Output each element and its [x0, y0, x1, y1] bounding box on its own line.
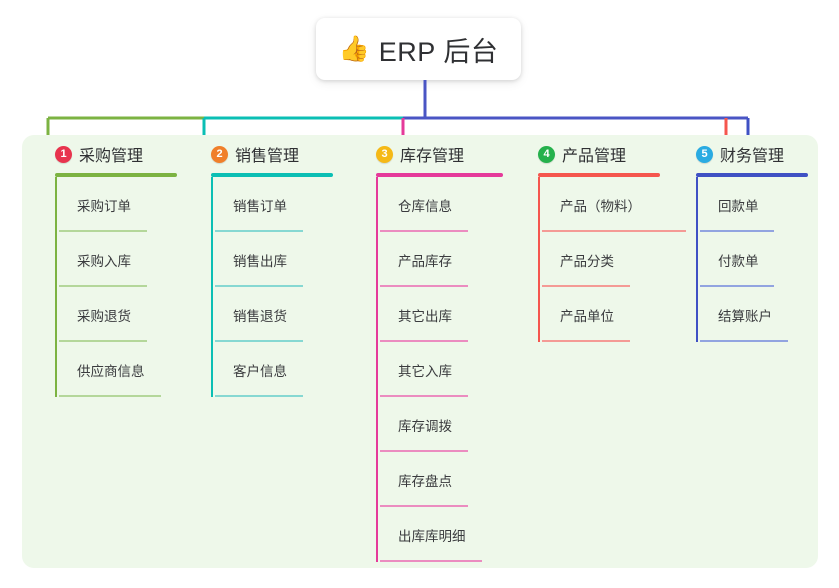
module-item-rule	[380, 285, 468, 287]
module-header-rule	[376, 173, 503, 177]
module-item[interactable]: 仓库信息	[378, 177, 515, 232]
module-item[interactable]: 产品单位	[540, 287, 672, 342]
module-item-rule	[700, 230, 774, 232]
module-item-rule	[215, 395, 303, 397]
module-item-label: 其它出库	[398, 309, 452, 324]
module-item-rule	[700, 340, 788, 342]
module-item[interactable]: 付款单	[698, 232, 820, 287]
module-header-rule	[55, 173, 177, 177]
module-item-label: 供应商信息	[77, 364, 145, 379]
module-column-3: 3 库存管理仓库信息产品库存其它出库其它入库库存调拨库存盘点出库库明细	[360, 135, 515, 562]
module-item-label: 采购订单	[77, 199, 131, 214]
module-title: 销售管理	[235, 148, 300, 165]
module-item-rule	[59, 395, 161, 397]
module-item-label: 出库库明细	[398, 529, 466, 544]
module-item-label: 产品分类	[560, 254, 614, 269]
module-header-rule	[696, 173, 808, 177]
module-title: 采购管理	[79, 148, 144, 165]
module-column-5: 5 财务管理回款单付款单结算账户	[680, 135, 820, 342]
module-header-rule	[538, 173, 660, 177]
module-item[interactable]: 销售出库	[213, 232, 345, 287]
module-item[interactable]: 其它入库	[378, 342, 515, 397]
module-item-rule	[380, 340, 468, 342]
module-item-label: 产品（物料）	[560, 199, 641, 214]
root-title: ERP 后台	[378, 36, 499, 67]
module-item-rule	[215, 230, 303, 232]
module-title: 产品管理	[562, 148, 627, 165]
module-item[interactable]: 结算账户	[698, 287, 820, 342]
module-item[interactable]: 产品（物料）	[540, 177, 686, 232]
module-item-list: 销售订单销售出库销售退货客户信息	[211, 177, 345, 397]
module-item-label: 付款单	[718, 254, 759, 269]
module-item[interactable]: 采购订单	[57, 177, 189, 232]
module-item-label: 库存盘点	[398, 474, 452, 489]
module-header-2[interactable]: 2 销售管理	[195, 135, 345, 173]
root-node[interactable]: 👍 ERP 后台	[316, 18, 521, 80]
module-item[interactable]: 库存调拨	[378, 397, 515, 452]
module-item-rule	[380, 450, 468, 452]
module-item-label: 采购入库	[77, 254, 131, 269]
module-item[interactable]: 出库库明细	[378, 507, 515, 562]
module-title: 库存管理	[400, 148, 465, 165]
module-number-badge: 1	[55, 145, 72, 163]
module-item[interactable]: 供应商信息	[57, 342, 189, 397]
module-item[interactable]: 采购入库	[57, 232, 189, 287]
module-item-label: 销售退货	[233, 309, 287, 324]
module-title: 财务管理	[720, 148, 785, 165]
module-item-list: 回款单付款单结算账户	[696, 177, 820, 342]
modules-panel: 1 采购管理采购订单采购入库采购退货供应商信息 2 销售管理销售订单销售出库销售退货客…	[22, 135, 818, 568]
module-item-rule	[380, 395, 468, 397]
module-column-4: 4 产品管理产品（物料） 产品分类产品单位	[522, 135, 686, 342]
module-item-rule	[380, 230, 468, 232]
module-item[interactable]: 产品分类	[540, 232, 672, 287]
module-number-badge: 3	[376, 145, 393, 163]
module-item-label: 销售出库	[233, 254, 287, 269]
module-number-badge: 2	[211, 145, 228, 163]
module-item-label: 客户信息	[233, 364, 287, 379]
module-header-4[interactable]: 4 产品管理	[522, 135, 672, 173]
module-item[interactable]: 采购退货	[57, 287, 189, 342]
module-item[interactable]: 库存盘点	[378, 452, 515, 507]
module-item-rule	[380, 560, 482, 562]
module-item-rule	[380, 505, 468, 507]
module-item-list: 采购订单采购入库采购退货供应商信息	[55, 177, 189, 397]
module-item-label: 产品单位	[560, 309, 614, 324]
module-item-rule	[542, 230, 686, 232]
module-item-label: 结算账户	[718, 309, 772, 324]
module-item-list: 仓库信息产品库存其它出库其它入库库存调拨库存盘点出库库明细	[376, 177, 515, 562]
module-header-rule	[211, 173, 333, 177]
thumbs-up-icon: 👍	[338, 34, 370, 63]
module-item[interactable]: 销售订单	[213, 177, 345, 232]
module-number-badge: 5	[696, 145, 713, 163]
module-number-badge: 4	[538, 145, 555, 163]
module-item-label: 仓库信息	[398, 199, 452, 214]
module-item-label: 回款单	[718, 199, 759, 214]
module-item-label: 采购退货	[77, 309, 131, 324]
module-header-5[interactable]: 5 财务管理	[680, 135, 820, 173]
module-header-3[interactable]: 3 库存管理	[360, 135, 515, 173]
module-item-label: 其它入库	[398, 364, 452, 379]
module-header-1[interactable]: 1 采购管理	[39, 135, 189, 173]
module-item-label: 产品库存	[398, 254, 452, 269]
module-item-rule	[542, 285, 630, 287]
module-item-rule	[542, 340, 630, 342]
module-column-1: 1 采购管理采购订单采购入库采购退货供应商信息	[39, 135, 189, 397]
module-item[interactable]: 销售退货	[213, 287, 345, 342]
module-item[interactable]: 其它出库	[378, 287, 515, 342]
module-item[interactable]: 回款单	[698, 177, 820, 232]
module-item-label: 库存调拨	[398, 419, 452, 434]
module-item-rule	[215, 340, 303, 342]
module-item-list: 产品（物料） 产品分类产品单位	[538, 177, 686, 342]
module-item-rule	[700, 285, 774, 287]
module-item-rule	[215, 285, 303, 287]
module-item-rule	[59, 340, 147, 342]
module-item[interactable]: 客户信息	[213, 342, 345, 397]
module-item-label: 销售订单	[233, 199, 287, 214]
module-column-2: 2 销售管理销售订单销售出库销售退货客户信息	[195, 135, 345, 397]
module-item-rule	[59, 285, 147, 287]
module-item-rule	[59, 230, 147, 232]
module-item[interactable]: 产品库存	[378, 232, 515, 287]
